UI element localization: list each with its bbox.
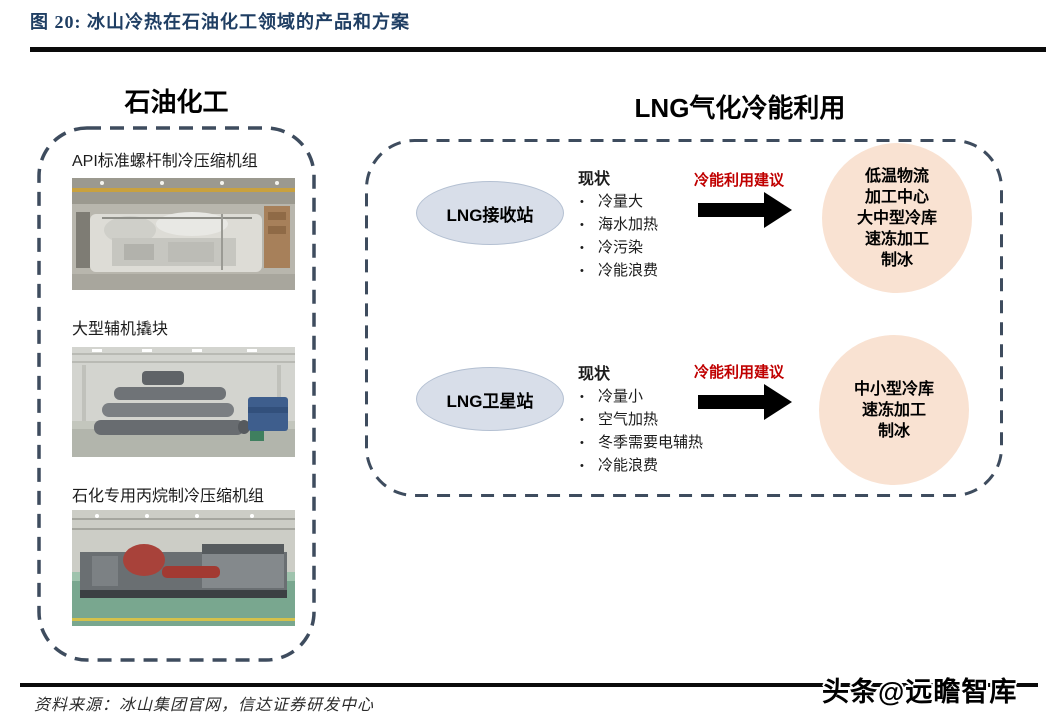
outcome-circle-satellite: 中小型冷库 速冻加工 制冰: [819, 335, 969, 485]
bullet-dot-icon: [578, 386, 598, 409]
status-block-satellite: 现状 冷量小 空气加热 冬季需要电辅热 冷能浪费: [578, 360, 738, 478]
status-item: 冷能浪费: [578, 455, 738, 478]
bullet-dot-icon: [578, 409, 598, 432]
bullet-dot-icon: [578, 237, 598, 260]
status-title: 现状: [578, 171, 611, 188]
title-rule: [30, 47, 1046, 52]
lng-header: LNG气化冷能利用: [634, 93, 846, 123]
outcome-circle-receiving: 低温物流 加工中心 大中型冷库 速冻加工 制冰: [822, 143, 972, 293]
bullet-dot-icon: [578, 260, 598, 283]
bullet-dot-icon: [578, 191, 598, 214]
suggestion-label: 冷能利用建议: [694, 364, 785, 381]
status-item: 冷污染: [578, 237, 738, 260]
arrow-shaft: [698, 203, 766, 217]
figure-title: 图 20: 冰山冷热在石油化工领域的产品和方案: [30, 12, 410, 32]
lng-receiving-station-ellipse: LNG接收站: [416, 181, 564, 245]
suggestion-label: 冷能利用建议: [694, 172, 785, 189]
status-title: 现状: [578, 366, 611, 383]
lng-receiving-station-label: LNG接收站: [446, 205, 534, 225]
status-item: 冷能浪费: [578, 260, 738, 283]
status-item: 冷量小: [578, 386, 738, 409]
bullet-dot-icon: [578, 214, 598, 237]
product-photo-api-screw-compressor: [72, 178, 295, 290]
product-photo-propane-compressor: [72, 510, 295, 626]
lng-satellite-station-label: LNG卫星站: [446, 391, 534, 411]
arrow-head: [764, 192, 792, 228]
status-item: 海水加热: [578, 214, 738, 237]
right-arrow-icon: [698, 192, 792, 228]
product-label-propane-compressor: 石化专用丙烷制冷压缩机组: [72, 488, 265, 505]
lng-dashed-box: [365, 139, 1003, 497]
petrochemical-dashed-box: [37, 126, 316, 662]
status-block-receiving: 现状 冷量大 海水加热 冷污染 冷能浪费: [578, 165, 738, 283]
status-item: 空气加热: [578, 409, 738, 432]
lng-satellite-station-ellipse: LNG卫星站: [416, 367, 564, 431]
bullet-dot-icon: [578, 455, 598, 478]
product-label-auxiliary-skid: 大型辅机撬块: [72, 321, 169, 338]
product-photo-auxiliary-skid: [72, 347, 295, 457]
source-text: 资料来源：冰山集团官网，信达证券研发中心: [34, 697, 375, 714]
petrochemical-header: 石油化工: [124, 87, 229, 117]
product-label-api-screw-compressor: API标准螺杆制冷压缩机组: [72, 153, 258, 170]
arrow-head: [764, 384, 792, 420]
source-rule: [20, 683, 1038, 687]
watermark-text: 头条@远瞻智库: [822, 677, 1018, 707]
right-arrow-icon: [698, 384, 792, 420]
status-item: 冷量大: [578, 191, 738, 214]
bullet-dot-icon: [578, 432, 598, 455]
arrow-shaft: [698, 395, 766, 409]
status-item: 冬季需要电辅热: [578, 432, 738, 455]
